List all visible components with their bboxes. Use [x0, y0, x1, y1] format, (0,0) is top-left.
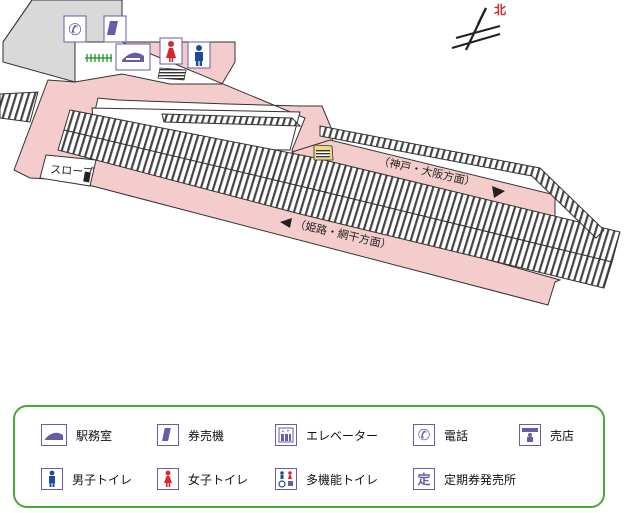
ticket-machine-icon [157, 424, 179, 446]
building-divider [2, 0, 33, 43]
legend-label-accessible-toilet: 多機能トイレ [306, 472, 379, 487]
track-main-lower [57, 129, 613, 289]
slope-marker [83, 171, 91, 183]
legend-item-phone: ✆ 電話 [413, 423, 468, 447]
track-upper-right [319, 125, 605, 239]
legend-label-phone: 電話 [444, 428, 469, 443]
mens-toilet-icon [187, 41, 211, 69]
ticket-machine-icon [103, 15, 127, 43]
slope-label: スロープ [50, 163, 94, 179]
legend-item-womens-toilet: 女子トイレ [157, 467, 248, 491]
shop-icon [519, 424, 541, 446]
track-left-tail [0, 91, 39, 123]
legend-item-accessible-toilet: 多機能トイレ [275, 467, 378, 491]
north-label: 北 [494, 2, 506, 17]
legend-label-ticket-machine: 券売機 [188, 428, 225, 443]
station-office-icon [115, 43, 151, 71]
womens-toilet-icon [159, 37, 183, 65]
svg-text:✆: ✆ [68, 20, 81, 39]
elevator-icon [275, 424, 297, 446]
direction-kobe-arrow [492, 186, 505, 198]
fence [85, 54, 112, 62]
legend: 駅務室 券売機 エレベーター ✆ 電話 売店 男子トイレ 女子トイレ [13, 405, 605, 508]
legend-label-mens-toilet: 男子トイレ [72, 472, 133, 487]
phone-icon: ✆ [63, 15, 87, 43]
legend-item-shop: 売店 [519, 423, 574, 447]
womens-toilet-icon [157, 468, 179, 490]
north-arrow [451, 7, 501, 51]
station-map: スロープ ✆ （神戸・大阪方面） （姫路・網干方面） [0, 0, 621, 306]
legend-label-commuter-pass: 定期券発売所 [444, 472, 517, 487]
track-upper-left [161, 113, 302, 127]
legend-label-shop: 売店 [550, 428, 575, 443]
legend-item-elevator: エレベーター [275, 423, 378, 447]
stairs-platform-steps [316, 150, 330, 158]
legend-item-station-office: 駅務室 [41, 423, 112, 447]
station-building [2, 0, 123, 83]
legend-item-commuter-pass: 定 定期券発売所 [413, 467, 516, 491]
legend-item-mens-toilet: 男子トイレ [41, 467, 132, 491]
legend-label-womens-toilet: 女子トイレ [188, 472, 249, 487]
accessible-toilet-icon [275, 468, 297, 490]
slope-box [39, 154, 97, 187]
commuter-pass-icon: 定 [413, 468, 435, 490]
commuter-pass-glyph: 定 [417, 471, 431, 487]
legend-label-elevator: エレベーター [306, 428, 379, 443]
legend-item-ticket-machine: 券売機 [157, 423, 224, 447]
legend-label-station-office: 駅務室 [76, 428, 113, 443]
stairs-concourse [157, 67, 187, 81]
phone-icon: ✆ [413, 424, 435, 446]
direction-himeji-arrow [280, 218, 292, 228]
mens-toilet-icon [41, 468, 63, 490]
station-office-icon [41, 424, 67, 446]
